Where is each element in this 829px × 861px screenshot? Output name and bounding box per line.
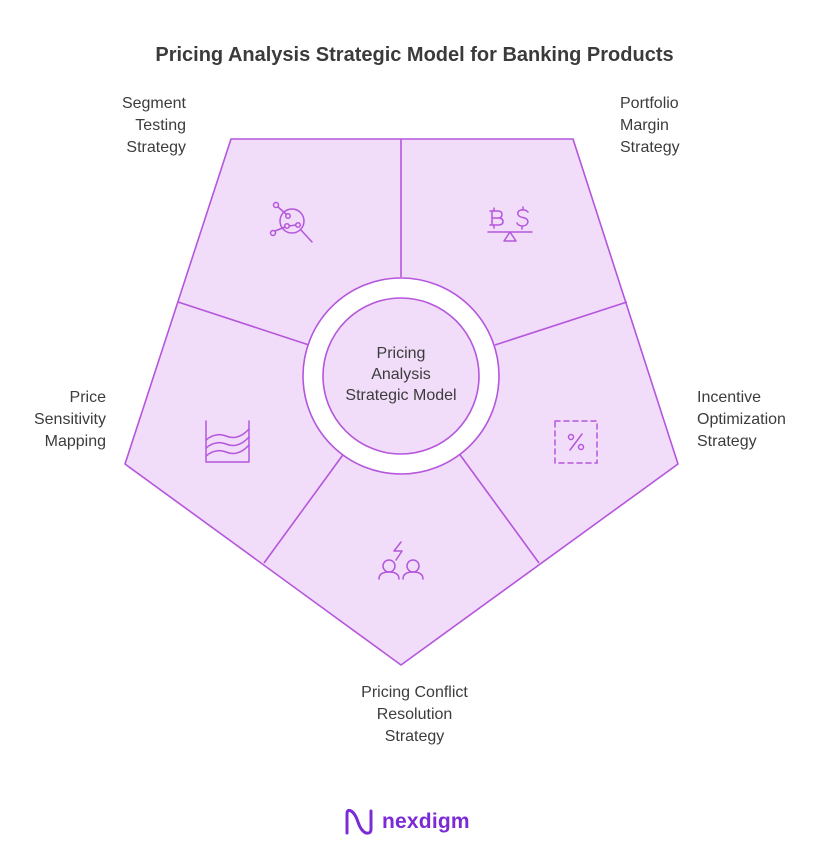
label-line: Price <box>69 389 106 406</box>
label-line: Optimization <box>697 411 786 428</box>
label-line: Sensitivity <box>33 411 106 428</box>
nexdigm-logo-icon <box>345 808 373 835</box>
label-line: Mapping <box>44 433 106 450</box>
label-pricing-conflict-resolution-strategy: Pricing Conflict Resolution Strategy <box>300 682 529 748</box>
conflict-people-icon <box>378 541 424 580</box>
diagram-title: Pricing Analysis Strategic Model for Ban… <box>155 44 674 66</box>
label-line: Segment <box>121 95 186 112</box>
label-line: Strategy <box>384 728 445 745</box>
brand-logo: nexdigm <box>342 804 470 840</box>
label-line: Strategy <box>126 139 186 156</box>
divider-left <box>177 301 310 346</box>
center-label-line: Strategic Model <box>345 387 457 404</box>
magnifier-network-icon <box>269 201 313 243</box>
area-chart-icon <box>205 420 250 463</box>
divider-bottom-left <box>263 451 346 564</box>
label-line: Pricing Conflict <box>361 684 468 701</box>
label-line: Incentive <box>697 389 762 406</box>
label-line: Margin <box>620 117 669 134</box>
percent-tag-icon <box>554 420 598 464</box>
center-label: Pricing Analysis Strategic Model <box>323 343 479 406</box>
brand-name: nexdigm <box>382 810 470 833</box>
label-line: Resolution <box>376 706 453 723</box>
label-price-sensitivity-mapping: Price Sensitivity Mapping <box>6 387 106 453</box>
center-label-line: Analysis <box>371 366 431 383</box>
label-portfolio-margin-strategy: Portfolio Margin Strategy <box>620 93 720 159</box>
label-segment-testing-strategy: Segment Testing Strategy <box>98 93 186 159</box>
center-label-line: Pricing <box>376 345 426 362</box>
label-line: Testing <box>135 117 186 134</box>
label-incentive-optimization-strategy: Incentive Optimization Strategy <box>697 387 827 453</box>
label-line: Strategy <box>620 139 680 156</box>
label-line: Portfolio <box>620 95 679 112</box>
currency-balance-scale-icon <box>487 206 533 242</box>
divider-right <box>494 301 628 346</box>
divider-bottom-right <box>457 451 540 564</box>
label-line: Strategy <box>697 433 757 450</box>
center-circle <box>322 297 480 455</box>
